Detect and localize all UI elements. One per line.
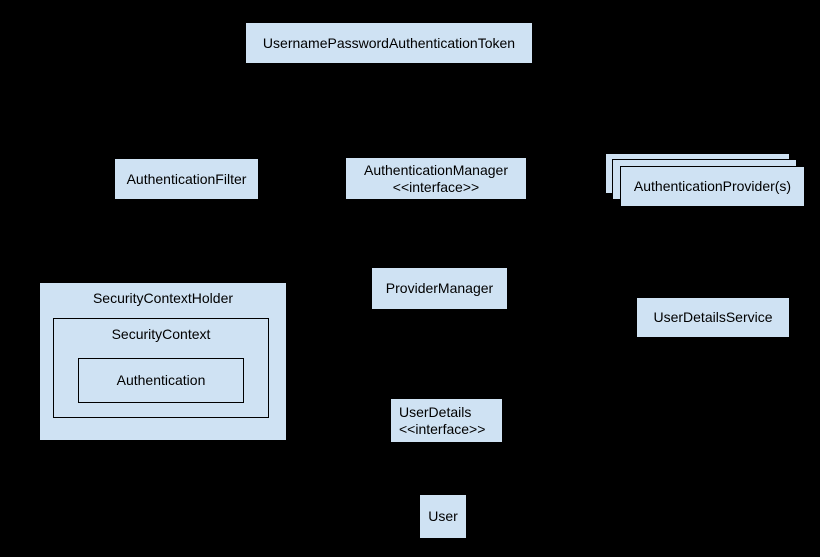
node-username-password-authentication-token: UsernamePasswordAuthenticationToken	[245, 22, 533, 64]
node-label: ProviderManager	[385, 280, 494, 296]
node-stereotype: <<interface>>	[392, 178, 480, 195]
node-authentication: Authentication	[78, 358, 244, 403]
node-label: SecurityContext	[111, 326, 211, 342]
node-label: SecurityContextHolder	[92, 290, 234, 306]
node-provider-manager: ProviderManager	[371, 267, 508, 310]
node-label: AuthenticationProvider(s)	[633, 178, 792, 194]
node-label: UserDetails	[399, 403, 472, 420]
node-label: UsernamePasswordAuthenticationToken	[262, 34, 516, 51]
node-user-details-service: UserDetailsService	[636, 297, 790, 338]
node-label: AuthenticationManager	[364, 161, 508, 178]
node-authentication-manager: AuthenticationManager <<interface>>	[345, 157, 527, 200]
node-label: Authentication	[116, 372, 206, 388]
node-security-context-holder: SecurityContextHolder SecurityContext Au…	[39, 282, 287, 441]
node-user: User	[419, 494, 467, 539]
node-user-details: UserDetails <<interface>>	[390, 398, 503, 443]
node-stereotype: <<interface>>	[399, 420, 486, 437]
node-label: AuthenticationFilter	[126, 170, 247, 187]
node-security-context: SecurityContext Authentication	[53, 318, 269, 418]
node-label: User	[428, 508, 458, 524]
node-label: UserDetailsService	[653, 309, 773, 325]
node-authentication-providers: AuthenticationProvider(s)	[620, 166, 805, 207]
node-authentication-filter: AuthenticationFilter	[114, 158, 259, 200]
